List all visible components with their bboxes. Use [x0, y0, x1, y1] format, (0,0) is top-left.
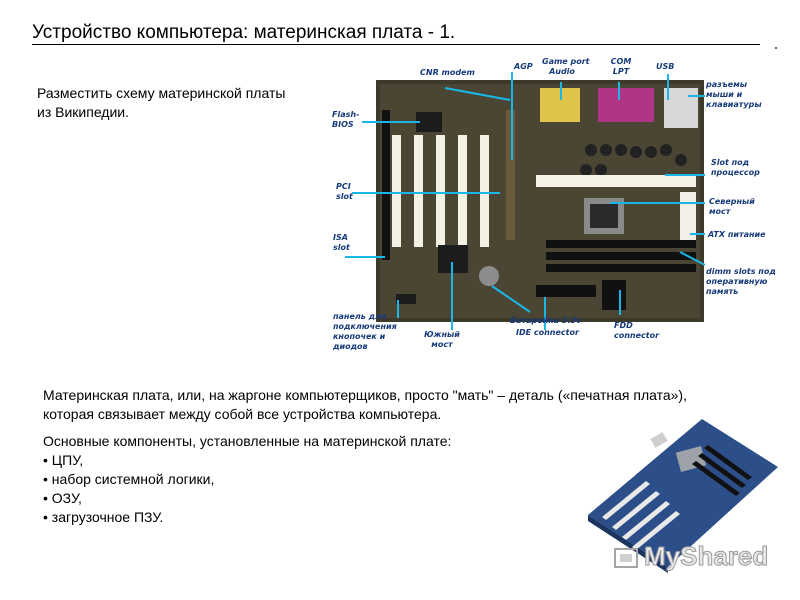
- page-number: 12: [737, 551, 750, 563]
- label-front-panel: панель для подключения кнопочек и диодов: [333, 312, 397, 352]
- label-battery: Батарейка 3.3v: [510, 316, 582, 325]
- label-flash-line-1: Flash-: [332, 110, 360, 119]
- label-pci-line-2: slot: [336, 192, 353, 201]
- label-com-line-1: COM: [610, 57, 632, 66]
- label-south-bridge: Южный мост: [420, 330, 464, 350]
- label-game-port: Game port Audio: [542, 57, 590, 77]
- list-item: ЦПУ,: [43, 451, 563, 470]
- label-fdd-connector: FDD connector: [614, 321, 659, 341]
- label-com-lpt: COM LPT: [606, 57, 636, 77]
- label-kbd-line-1: разъемы: [706, 80, 747, 89]
- label-dimm-line-2: оперативную: [706, 277, 768, 286]
- label-ide-connector: IDE connector: [516, 328, 579, 337]
- label-isa-line-2: slot: [333, 243, 350, 252]
- label-fdd-line-2: connector: [614, 331, 660, 340]
- components-section: Основные компоненты, установленные на ма…: [43, 432, 563, 527]
- title-rule-dot: [775, 47, 777, 49]
- label-game-port-line-2: Audio: [549, 67, 575, 76]
- label-cnr-modem: CNR modem: [420, 68, 475, 77]
- watermark-text: MyShared: [643, 541, 769, 572]
- label-keyboard-mouse: разъемы мыши и клавиатуры: [706, 80, 762, 110]
- components-list: ЦПУ, набор системной логики, ОЗУ, загруз…: [43, 451, 563, 527]
- watermark-logo-icon: [614, 548, 638, 568]
- label-dimm-slots: dimm slots под оперативную память: [706, 267, 776, 297]
- description-line-1: Материнская плата, или, на жаргоне компь…: [43, 387, 687, 403]
- label-panel-line-4: диодов: [333, 342, 368, 351]
- label-usb: USB: [656, 62, 675, 71]
- label-panel-line-1: панель для: [333, 312, 387, 321]
- label-cpu-slot: Slot под процессор: [711, 158, 760, 178]
- intro-line-2: из Википедии.: [37, 104, 129, 120]
- label-dimm-line-3: память: [706, 287, 739, 296]
- label-game-port-line-1: Game port: [542, 57, 590, 66]
- label-north-line-1: Северный: [709, 197, 755, 206]
- label-isa-line-1: ISA: [333, 233, 348, 242]
- components-heading: Основные компоненты, установленные на ма…: [43, 433, 452, 449]
- label-fdd-line-1: FDD: [614, 321, 633, 330]
- intro-text: Разместить схему материнской платы из Ви…: [37, 84, 327, 122]
- label-flash-line-2: BIOS: [332, 120, 354, 129]
- label-dimm-line-1: dimm slots под: [706, 267, 776, 276]
- label-atx-power: ATX питание: [708, 230, 766, 239]
- label-north-line-2: мост: [709, 207, 731, 216]
- label-north-bridge: Северный мост: [709, 197, 755, 217]
- motherboard-photo: [376, 80, 704, 322]
- slide-title: Устройство компьютера: материнская плата…: [32, 22, 456, 43]
- label-panel-line-2: подключения: [333, 322, 397, 331]
- watermark-suffix: .ru: [746, 554, 758, 565]
- label-south-line-2: мост: [431, 340, 453, 349]
- label-cpu-slot-line-2: процессор: [711, 168, 760, 177]
- label-flash-bios: Flash- BIOS: [332, 110, 359, 130]
- label-isa-slot: ISA slot: [333, 233, 350, 253]
- label-pci-slot: PCI slot: [336, 182, 353, 202]
- description-text: Материнская плата, или, на жаргоне компь…: [43, 386, 783, 424]
- label-kbd-line-2: мыши и: [706, 90, 743, 99]
- list-item: загрузочное ПЗУ.: [43, 508, 563, 527]
- intro-line-1: Разместить схему материнской платы: [37, 85, 286, 101]
- label-panel-line-3: кнопочек и: [333, 332, 386, 341]
- label-kbd-line-3: клавиатуры: [706, 100, 762, 109]
- title-underline: [32, 44, 760, 45]
- list-item: ОЗУ,: [43, 489, 563, 508]
- label-south-line-1: Южный: [424, 330, 460, 339]
- description-line-2: которая связывает между собой все устрой…: [43, 406, 442, 422]
- label-pci-line-1: PCI: [336, 182, 351, 191]
- label-cpu-slot-line-1: Slot под: [711, 158, 750, 167]
- label-agp: AGP: [514, 62, 533, 71]
- list-item: набор системной логики,: [43, 470, 563, 489]
- label-com-line-2: LPT: [612, 67, 630, 76]
- motherboard-small-photo: [588, 419, 778, 573]
